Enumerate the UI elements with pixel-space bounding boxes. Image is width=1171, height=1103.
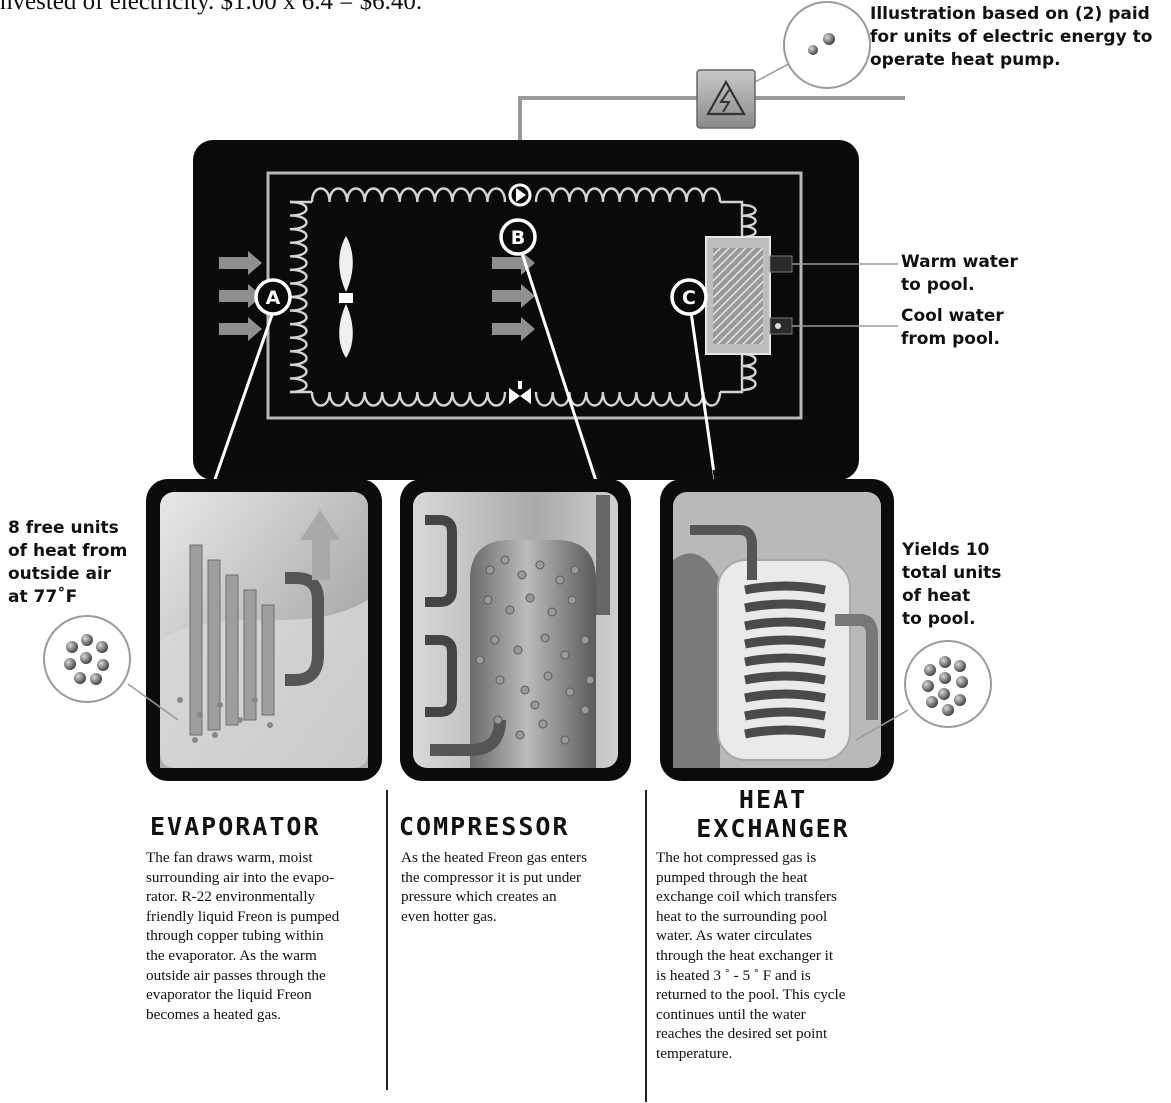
- heat-exchanger-photo: [660, 479, 894, 781]
- compressor-pump-icon: [510, 185, 530, 205]
- evaporator-heading: EVAPORATOR: [150, 812, 321, 841]
- marker-c: C: [672, 280, 706, 314]
- compressor-description: As the heated Freon gas enters the compr…: [401, 848, 636, 926]
- svg-text:B: B: [511, 227, 525, 249]
- svg-text:C: C: [682, 287, 696, 309]
- heat-exchanger-heading: HEAT EXCHANGER: [658, 785, 888, 843]
- evaporator-description: The fan draws warm, moist surrounding ai…: [146, 848, 381, 1024]
- yields-heat-note: Yields 10 total units of heat to pool.: [902, 539, 1001, 631]
- electric-units-circle: [784, 2, 870, 88]
- air-flow-arrows-middle: [492, 251, 535, 341]
- svg-text:A: A: [266, 287, 281, 309]
- heat-exchanger-description: The hot compressed gas is pumped through…: [656, 848, 891, 1064]
- free-heat-note: 8 free units of heat from outside air at…: [8, 517, 127, 609]
- evaporator-photo: [146, 479, 382, 781]
- section-divider: [645, 790, 647, 1102]
- warm-water-note: Warm water to pool.: [901, 251, 1018, 297]
- cool-water-note: Cool water from pool.: [901, 305, 1004, 351]
- high-voltage-icon: [697, 70, 755, 128]
- compressor-heading: COMPRESSOR: [399, 812, 570, 841]
- marker-b: B: [501, 220, 535, 254]
- fan-icon: [339, 236, 353, 358]
- compressor-photo: [400, 479, 631, 781]
- section-divider: [386, 790, 388, 1090]
- electric-energy-note: Illustration based on (2) paid for units…: [870, 3, 1152, 72]
- marker-a: A: [256, 280, 290, 314]
